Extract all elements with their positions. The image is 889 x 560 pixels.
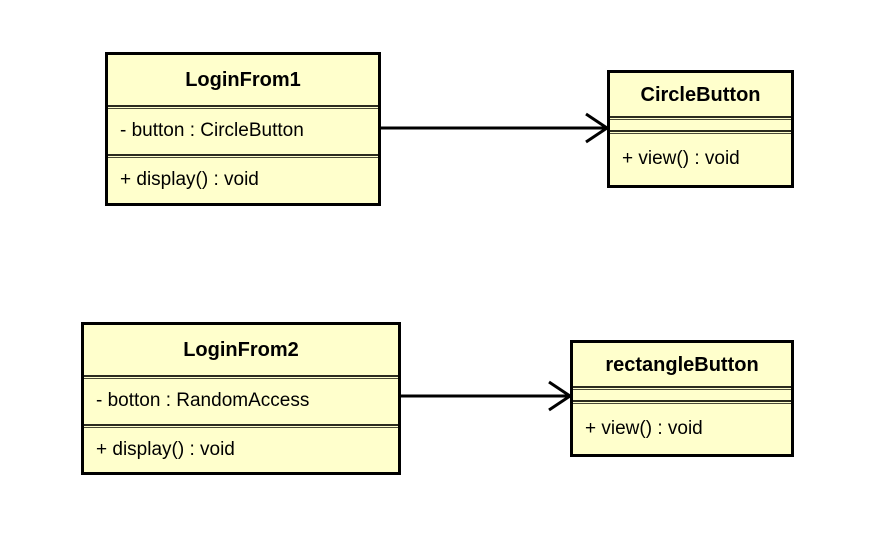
class-operations-loginfrom1: + display() : void xyxy=(108,154,378,203)
class-name-loginfrom1: LoginFrom1 xyxy=(185,69,301,91)
open-arrowhead-icon xyxy=(585,112,610,144)
class-attributes-circlebutton xyxy=(610,116,791,130)
class-operations-rectanglebutton: + view() : void xyxy=(573,400,791,454)
class-name-loginfrom2: LoginFrom2 xyxy=(183,339,299,361)
class-box-rectanglebutton[interactable]: rectangleButton + view() : void xyxy=(570,340,794,457)
class-name-rectanglebutton: rectangleButton xyxy=(605,353,759,376)
class-operations-loginfrom2: + display() : void xyxy=(84,424,398,472)
class-operations-circlebutton: + view() : void xyxy=(610,130,791,185)
class-box-loginfrom2[interactable]: LoginFrom2 - botton : RandomAccess + dis… xyxy=(81,322,401,475)
class-box-loginfrom1[interactable]: LoginFrom1 - button : CircleButton + dis… xyxy=(105,52,381,206)
association-loginfrom1-circlebutton[interactable] xyxy=(381,112,610,144)
class-box-circlebutton[interactable]: CircleButton + view() : void xyxy=(607,70,794,188)
class-attributes-loginfrom1: - button : CircleButton xyxy=(108,105,378,154)
association-loginfrom2-rectanglebutton[interactable] xyxy=(401,380,573,412)
class-attributes-rectanglebutton xyxy=(573,386,791,400)
open-arrowhead-icon xyxy=(548,380,573,412)
class-name-circlebutton: CircleButton xyxy=(640,83,761,106)
class-attributes-loginfrom2: - botton : RandomAccess xyxy=(84,375,398,424)
